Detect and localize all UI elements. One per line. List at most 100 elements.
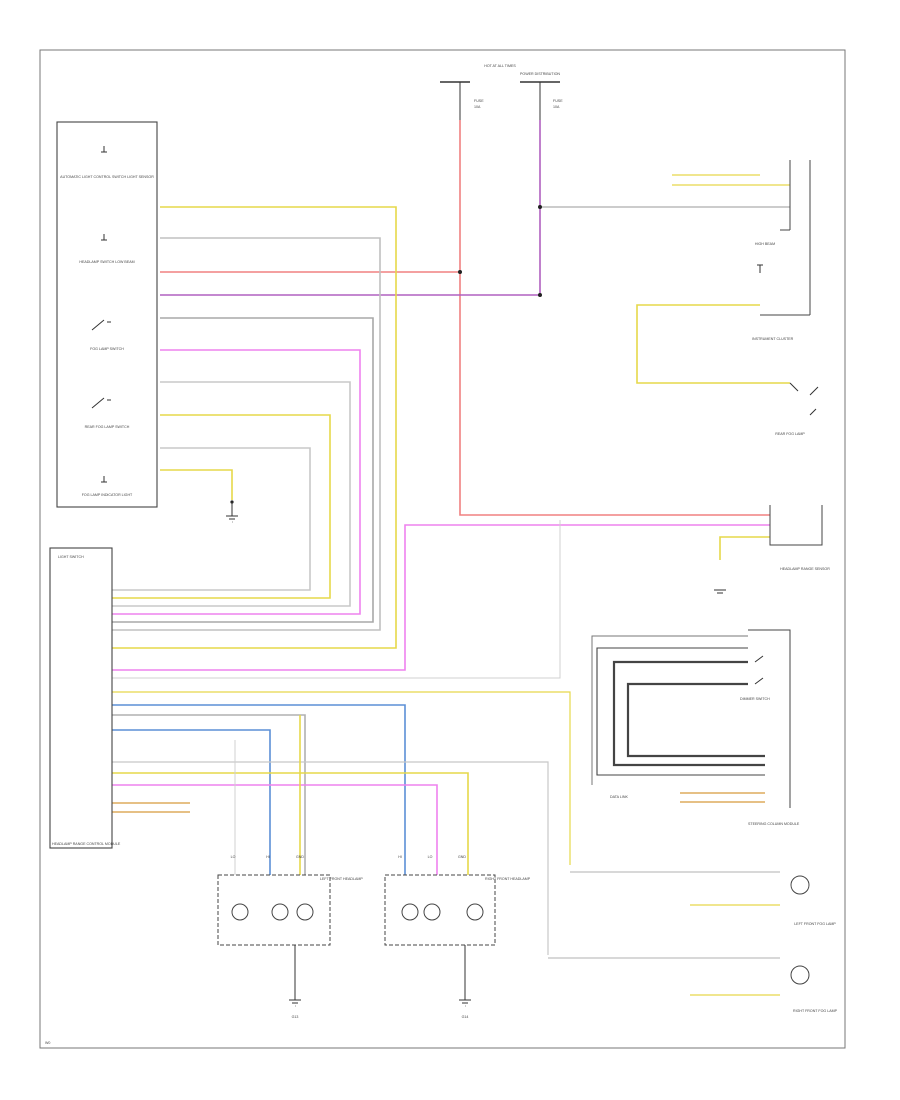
- switch-panel-section-label: REAR FOG LAMP SWITCH: [85, 425, 130, 429]
- left-headlamp-label: LEFT FRONT HEADLAMP: [320, 877, 363, 881]
- right-lowbeam-bulb-icon: [466, 903, 484, 921]
- dimmer-contact-icon: [754, 655, 764, 685]
- wire-blue-right: [112, 704, 406, 875]
- wire-yellow-2: [112, 414, 331, 599]
- rear-fog-lamp: REAR FOG LAMP: [775, 382, 819, 436]
- right-headlamp-label: RIGHT FRONT HEADLAMP: [485, 877, 531, 881]
- right-headlamp-pin: HI: [398, 855, 402, 859]
- wire-gray-2: [112, 317, 374, 623]
- wire-gray-4: [112, 447, 311, 591]
- left-highbeam-bulb-icon: [271, 903, 289, 921]
- right-highbeam-bulb-icon: [401, 903, 419, 921]
- switch-panel-section-5: FOG LAMP INDICATOR LIGHT: [82, 476, 133, 497]
- switch-panel-section-label: HEADLAMP SWITCH LOW BEAM: [79, 260, 134, 264]
- instrument-cluster: HIGH BEAM INSTRUMENT CLUSTER: [752, 160, 811, 341]
- wire-blue-left: [112, 729, 271, 875]
- sensor-ground-icon: [714, 589, 726, 594]
- switch-panel-section-2: HEADLAMP SWITCH LOW BEAM: [79, 234, 135, 264]
- steering-column-label: STEERING COLUMN MODULE: [748, 822, 800, 826]
- lamp-indicator-icon: [101, 234, 107, 241]
- left-headlamp-pin: LO: [231, 855, 236, 859]
- right-ground-icon: [459, 999, 471, 1007]
- diagram-frame: [39, 49, 846, 1049]
- switch-panel-box: [56, 121, 158, 508]
- right-fuse-name: FUSE: [553, 99, 563, 103]
- right-fog-lamp: RIGHT FRONT FOG LAMP: [790, 965, 838, 1013]
- left-ground-label: G13: [292, 1015, 299, 1019]
- switch-contact-icon: [91, 397, 111, 409]
- switch-panel-section-1: AUTOMATIC LIGHT CONTROL SWITCH LIGHT SEN…: [60, 146, 154, 179]
- switch-panel-section-label: AUTOMATIC LIGHT CONTROL SWITCH LIGHT SEN…: [60, 175, 154, 179]
- wire-gray-right: [112, 761, 549, 955]
- switch-panel: AUTOMATIC LIGHT CONTROL SWITCH LIGHT SEN…: [56, 121, 158, 508]
- wire-yellow-right: [112, 772, 469, 875]
- left-fog-lamp-bulb-icon: [790, 875, 810, 895]
- right-fog-lamp-label: RIGHT FRONT FOG LAMP: [793, 1009, 838, 1013]
- footer-code: W0: [45, 1041, 50, 1045]
- high-beam-lamp-icon: [757, 264, 763, 273]
- wire-magenta-1: [112, 349, 361, 615]
- left-headlamp-box: [217, 874, 331, 946]
- headlamp-sensor-label: HEADLAMP RANGE SENSOR: [780, 567, 830, 571]
- wire-dimmer-4: [591, 635, 748, 785]
- steering-column-border: [748, 629, 791, 808]
- right-headlamp: HI LO GND RIGHT FRONT HEADLAMP G14: [384, 855, 531, 1019]
- power-header: HOT AT ALL TIMES: [484, 64, 516, 68]
- power-distribution: HOT AT ALL TIMES POWER DISTRIBUTION FUSE…: [440, 64, 563, 120]
- wire-gray-lh: [112, 714, 306, 875]
- left-fuse-name: FUSE: [474, 99, 484, 103]
- left-fog-lamp-label: LEFT FRONT FOG LAMP: [794, 922, 836, 926]
- splice-dots: [458, 205, 542, 297]
- right-fuse-rating: 10A: [553, 105, 560, 109]
- wire-dimmer-1: [596, 647, 765, 776]
- lamp-indicator-icon: [101, 476, 107, 483]
- right-ground-label: G14: [462, 1015, 469, 1019]
- wire-magenta-sensor: [112, 524, 770, 671]
- module-label: HEADLAMP RANGE CONTROL MODULE: [52, 842, 121, 846]
- left-ground-icon: [289, 999, 301, 1007]
- wire-dimmer-2: [612, 660, 765, 767]
- instrument-cluster-inner: HIGH BEAM: [755, 242, 775, 246]
- left-headlamp-pin: HI: [266, 855, 270, 859]
- right-parking-bulb-icon: [423, 903, 441, 921]
- headlamp-range-sensor: HEADLAMP RANGE SENSOR: [714, 505, 830, 594]
- left-fog-lamp: LEFT FRONT FOG LAMP: [790, 875, 836, 926]
- switch-panel-section-4: REAR FOG LAMP SWITCH: [85, 397, 130, 429]
- left-lowbeam-bulb-icon: [231, 903, 249, 921]
- wire-yellow-lh: [112, 691, 571, 865]
- switch-panel-section-label: FOG LAMP INDICATOR LIGHT: [82, 493, 133, 497]
- switch-ground: [226, 500, 238, 523]
- rear-fog-lamp-label: REAR FOG LAMP: [775, 432, 805, 436]
- wire-yellow-sensor: [719, 536, 770, 560]
- light-switch-box: [49, 547, 113, 849]
- switch-contact-icon: [91, 319, 111, 331]
- left-parking-bulb-icon: [296, 903, 314, 921]
- right-headlamp-pin: LO: [428, 855, 433, 859]
- wire-red-feed: [459, 120, 770, 516]
- wire-gray-3: [112, 381, 351, 607]
- wire-dimmer-3: [626, 682, 765, 758]
- switch-panel-section-label: FOG LAMP SWITCH: [90, 347, 124, 351]
- wire-sensor-gray: [112, 520, 561, 679]
- right-headlamp-pin: GND: [458, 855, 466, 859]
- right-fog-lamp-bulb-icon: [790, 965, 810, 985]
- switch-panel-section-3: FOG LAMP SWITCH: [90, 319, 124, 351]
- light-switch: LIGHT SWITCH HEADLAMP RANGE CONTROL MODU…: [49, 547, 121, 849]
- lamp-indicator-icon: [101, 146, 107, 153]
- wire-yellow-1: [112, 206, 397, 649]
- instrument-cluster-border: [760, 160, 811, 316]
- dimmer-switch-label: DIMMER SWITCH: [740, 697, 770, 701]
- light-switch-label: LIGHT SWITCH: [58, 555, 84, 559]
- rear-fog-contact-icon: [789, 382, 819, 416]
- instrument-cluster-label: INSTRUMENT CLUSTER: [752, 337, 794, 341]
- wire-yellow-cluster: [636, 304, 790, 384]
- left-headlamp: LO HI GND LEFT FRONT HEADLAMP G13: [217, 855, 363, 1019]
- sensor-border: [769, 505, 823, 546]
- data-link-label: DATA LINK: [610, 795, 628, 799]
- wire-gray-1: [112, 237, 381, 631]
- wire-yellow-3: [160, 469, 233, 500]
- wire-magenta-right: [112, 784, 438, 875]
- power-box-label: POWER DISTRIBUTION: [520, 72, 560, 76]
- left-fuse-rating: 10A: [474, 105, 481, 109]
